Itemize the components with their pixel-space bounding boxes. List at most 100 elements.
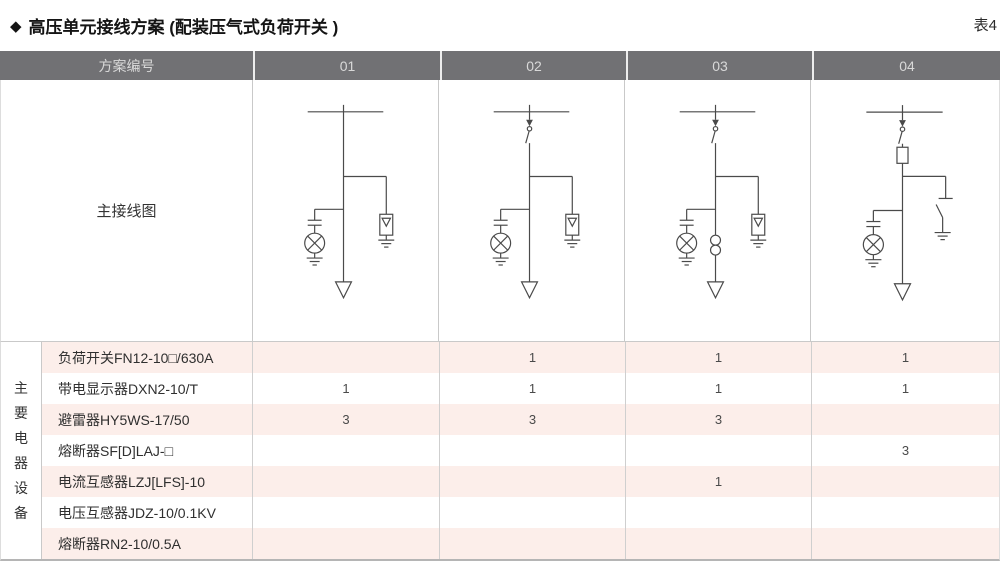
quantity-cell-04 <box>812 497 999 528</box>
ground-icon <box>750 239 767 248</box>
quantity-cell-02 <box>440 497 626 528</box>
quantity-cell-04: 1 <box>901 350 910 365</box>
table-row: 电压互感器JDZ-10/0.1KV <box>42 497 999 528</box>
diamond-bullet-icon: ◆ <box>10 17 22 35</box>
quantity-cell-03 <box>626 497 812 528</box>
quantity-cell-04 <box>812 466 999 497</box>
quantity-cell-04 <box>812 404 999 435</box>
earth-switch-icon <box>902 175 953 241</box>
table-row: 带电显示器DXN2-10/T 1 1 1 1 <box>42 373 999 404</box>
ground-icon <box>492 257 509 266</box>
table-row: 熔断器SF[D]LAJ-□ 3 <box>42 435 999 466</box>
ground-icon <box>865 259 882 268</box>
equipment-group-label: 主要电器设备 <box>1 342 42 559</box>
equipment-group-label-char: 备 <box>14 505 28 521</box>
quantity-cell-04 <box>812 528 999 559</box>
equipment-name-cell: 熔断器RN2-10/0.5A <box>42 528 253 559</box>
outgoing-feeder-arrow-icon <box>893 283 912 302</box>
wire-line <box>935 204 944 218</box>
header-scheme-03: 03 <box>626 51 812 80</box>
quantity-cell-03: 1 <box>626 342 812 373</box>
equipment-group-label-char: 要 <box>14 405 28 421</box>
quantity-cell-04: 1 <box>901 381 910 396</box>
ground-icon <box>678 257 695 266</box>
header-scheme-04: 04 <box>812 51 1000 80</box>
voltage-display-icon <box>862 209 903 268</box>
table-row: 电流互感器LZJ[LFS]-10 1 <box>42 466 999 497</box>
page-title: ◆ 高压单元接线方案 (配装压气式负荷开关 ) <box>10 13 338 38</box>
quantity-cell-03: 3 <box>626 404 812 435</box>
quantity-cell-03: 1 <box>626 466 812 497</box>
table-number-tag: 表4 <box>973 17 997 34</box>
wiring-diagram-02 <box>490 104 581 300</box>
diagram-row-label: 主接线图 <box>1 80 253 341</box>
load-switch-icon <box>711 119 719 144</box>
current-transformer-icon <box>709 234 722 256</box>
ground-icon <box>378 239 395 248</box>
wiring-scheme-table: 方案编号 01 02 03 04 主接线图 主要电器设备 负荷开关FN12-10… <box>0 51 1000 561</box>
ground-icon <box>306 257 323 266</box>
voltage-display-icon <box>304 208 344 266</box>
quantity-cell-02: 1 <box>440 373 626 404</box>
header-scheme-01: 01 <box>253 51 440 80</box>
quantity-cell-01: 3 <box>253 404 440 435</box>
quantity-cell-03 <box>626 528 812 559</box>
quantity-cell-04: 3 <box>901 443 910 458</box>
title-bar: ◆ 高压单元接线方案 (配装压气式负荷开关 ) 表4 <box>0 0 1000 51</box>
quantity-cell-03: 1 <box>626 373 812 404</box>
quantity-cell-02 <box>440 435 626 466</box>
main-diagram-row: 主接线图 <box>0 80 1000 342</box>
diagram-cell-03 <box>625 80 811 341</box>
page-title-text: 高压单元接线方案 (配装压气式负荷开关 ) <box>28 18 339 37</box>
quantity-cell-01 <box>253 342 440 373</box>
equipment-group-label-char: 器 <box>14 455 28 471</box>
outgoing-feeder-arrow-icon <box>706 281 725 300</box>
equipment-name-cell: 避雷器HY5WS-17/50 <box>42 404 253 435</box>
quantity-cell-02: 1 <box>440 342 626 373</box>
equipment-rows: 负荷开关FN12-10□/630A 1 1 1 带电显示器DXN2-10/T 1… <box>42 342 999 559</box>
quantity-cell-01 <box>253 528 440 559</box>
header-scheme-number: 方案编号 <box>0 51 253 80</box>
quantity-cell-02: 3 <box>440 404 626 435</box>
wiring-diagram-04 <box>862 105 953 302</box>
quantity-cell-02 <box>440 466 626 497</box>
equipment-group-label-char: 主 <box>14 380 28 396</box>
load-switch-icon <box>898 120 906 144</box>
wiring-diagram-01 <box>304 104 395 300</box>
equipment-section: 主要电器设备 负荷开关FN12-10□/630A 1 1 1 带电显示器DXN2… <box>0 342 1000 561</box>
header-scheme-02: 02 <box>440 51 626 80</box>
quantity-cell-01 <box>253 466 440 497</box>
equipment-name-cell: 负荷开关FN12-10□/630A <box>42 342 253 373</box>
outgoing-feeder-arrow-icon <box>520 281 539 300</box>
diagram-cell-01 <box>253 80 439 341</box>
voltage-display-icon <box>676 208 716 266</box>
fuse-icon <box>896 146 909 164</box>
quantity-cell-01: 1 <box>253 373 440 404</box>
quantity-cell-02 <box>440 528 626 559</box>
equipment-name-cell: 电压互感器JDZ-10/0.1KV <box>42 497 253 528</box>
surge-arrester-icon <box>343 175 395 248</box>
wiring-diagram-03 <box>676 104 767 300</box>
table-row: 负荷开关FN12-10□/630A 1 1 1 <box>42 342 999 373</box>
ground-icon <box>564 239 581 248</box>
voltage-display-icon <box>490 208 530 266</box>
equipment-name-cell: 电流互感器LZJ[LFS]-10 <box>42 466 253 497</box>
quantity-cell-01 <box>253 497 440 528</box>
equipment-name-cell: 带电显示器DXN2-10/T <box>42 373 253 404</box>
ground-icon <box>934 231 951 241</box>
wire-line <box>307 235 322 251</box>
outgoing-feeder-arrow-icon <box>334 281 353 300</box>
diagram-cell-04 <box>811 80 998 341</box>
table-row: 避雷器HY5WS-17/50 3 3 3 <box>42 404 999 435</box>
quantity-cell-01 <box>253 435 440 466</box>
table-header-row: 方案编号 01 02 03 04 <box>0 51 1000 80</box>
wire-line <box>679 235 694 251</box>
wire-line <box>866 237 881 252</box>
equipment-group-label-char: 电 <box>14 430 28 446</box>
surge-arrester-icon <box>529 175 581 248</box>
surge-arrester-icon <box>715 175 767 248</box>
table-row: 熔断器RN2-10/0.5A <box>42 528 999 559</box>
equipment-name-cell: 熔断器SF[D]LAJ-□ <box>42 435 253 466</box>
equipment-group-label-char: 设 <box>14 480 28 496</box>
load-switch-icon <box>525 119 533 144</box>
